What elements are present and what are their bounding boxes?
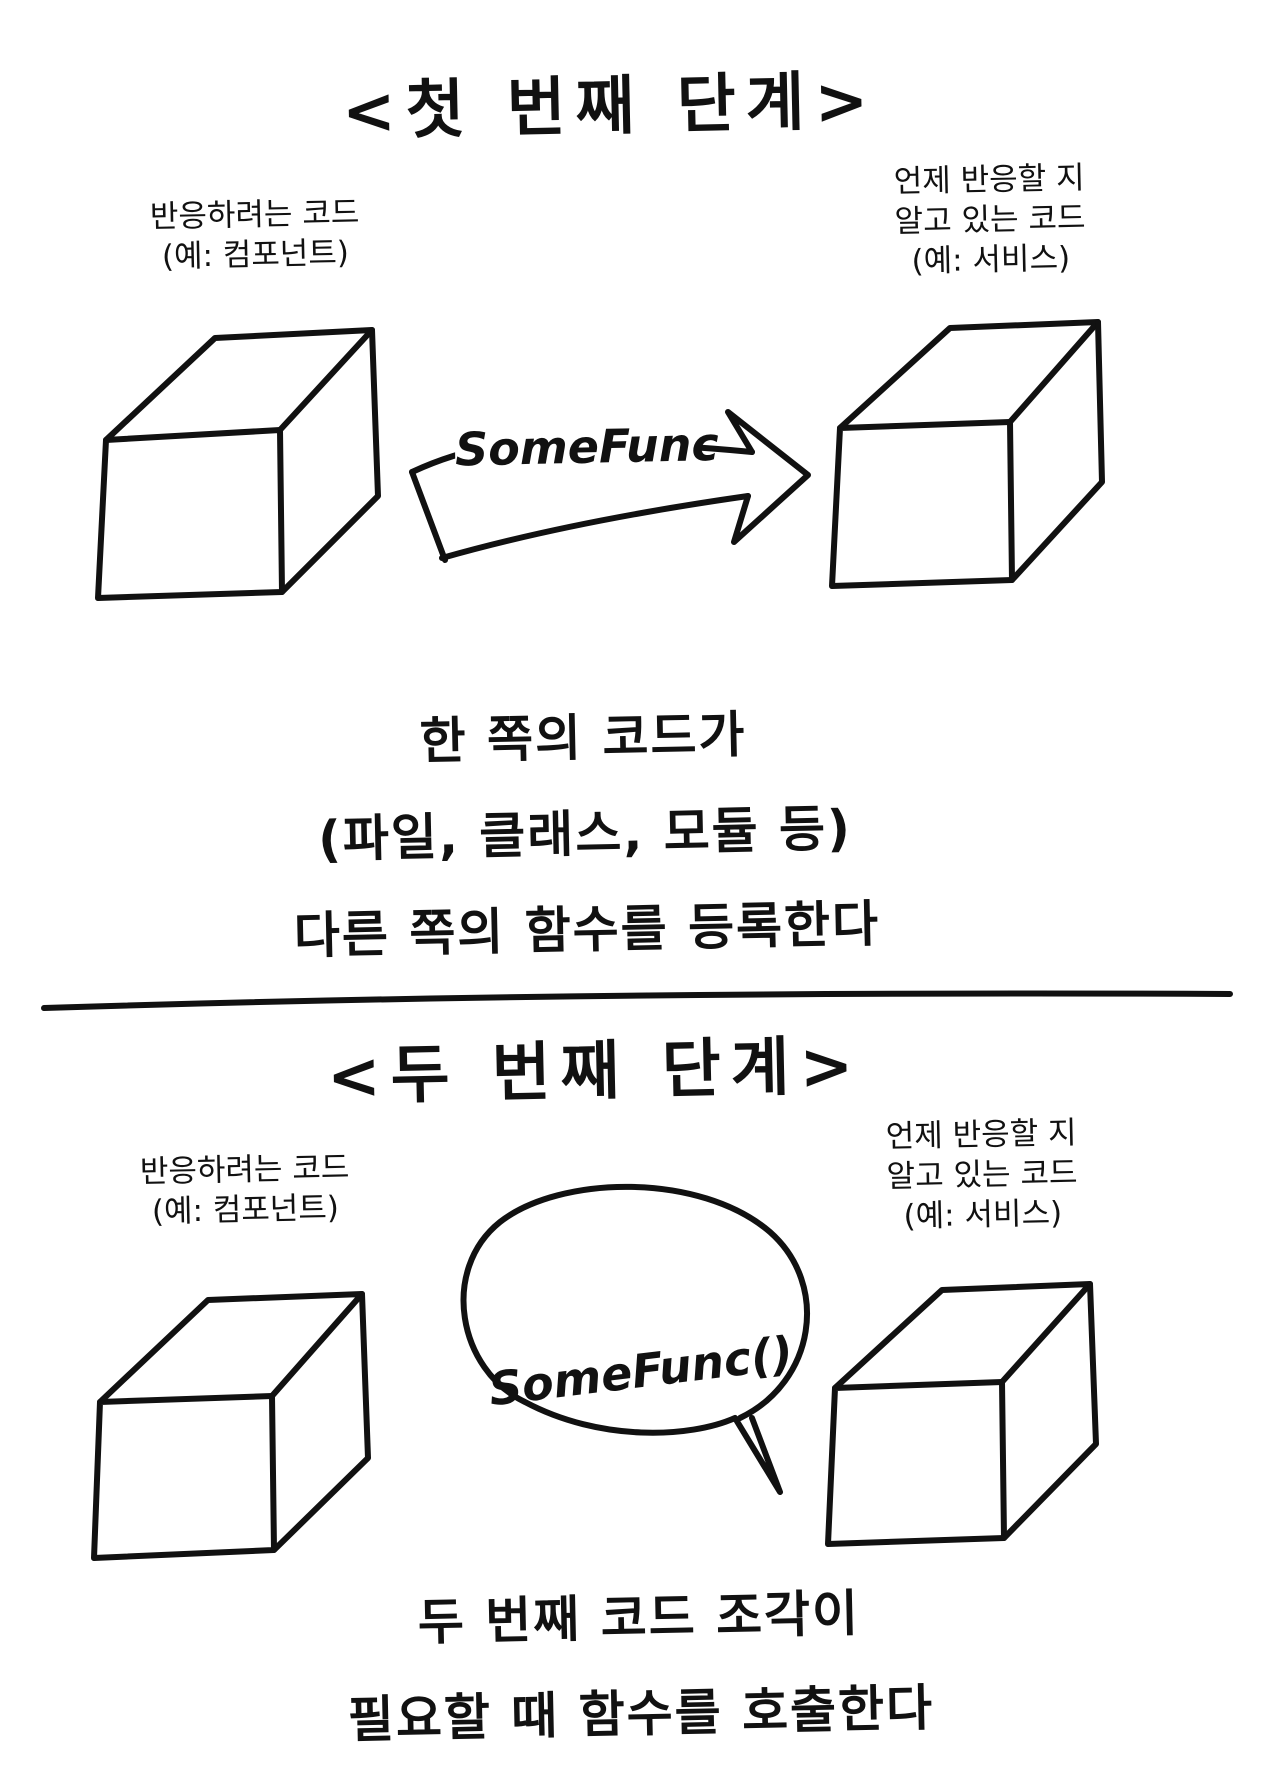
section-divider [41,990,1233,1011]
step1-left-label: 반응하려는 코드 (예: 컴포넌트) [129,192,381,277]
step1-right-label: 언제 반응할 지 알고 있는 코드 (예: 서비스) [869,158,1111,283]
step1-component-cube-icon [95,327,381,601]
step1-caption-line: 한 쪽의 코드가 [418,705,747,771]
step2-component-cube-icon [91,1291,371,1561]
step2-caption-line: 두 번째 코드 조각이 [417,1584,861,1652]
step1-right-label-line: 알고 있는 코드 [894,200,1086,240]
step1-left-label-line: 반응하려는 코드 [149,194,360,236]
step2-left-label-line: (예: 컴포넌트) [151,1190,340,1230]
step2-right-label: 언제 반응할 지 알고 있는 코드 (예: 서비스) [861,1113,1103,1238]
step1-right-label-line: (예: 서비스) [911,240,1071,280]
step1-caption-line: (파일, 클래스, 모듈 등) [317,799,853,869]
step1-left-label-line: (예: 컴포넌트) [161,235,350,275]
step2-service-cube-icon [825,1281,1099,1547]
step2-left-label: 반응하려는 코드 (예: 컴포넌트) [119,1147,371,1232]
step1-service-cube-icon [829,319,1105,589]
step2-call-speech-bubble-icon [460,1183,811,1495]
step1-function-label: SomeFunc [454,416,720,477]
step2-caption: 두 번째 코드 조각이 필요할 때 함수를 호출한다 [298,1563,982,1769]
step1-right-label-line: 언제 반응할 지 [893,160,1085,201]
step2-right-label-line: 알고 있는 코드 [886,1155,1078,1195]
step1-caption: 한 쪽의 코드가 (파일, 클래스, 모듈 등) 다른 쪽의 함수를 등록한다 [247,683,923,985]
step2-left-label-line: 반응하려는 코드 [139,1149,350,1191]
step2-right-label-line: (예: 서비스) [903,1195,1063,1235]
step2-caption-line: 필요할 때 함수를 호출한다 [347,1678,935,1750]
step1-caption-line: 다른 쪽의 함수를 등록한다 [293,894,881,966]
step2-title: <두 번째 단계> [326,1029,864,1115]
step1-title: <첫 번째 단계> [341,64,879,150]
step2-right-label-line: 언제 반응할 지 [885,1115,1077,1156]
